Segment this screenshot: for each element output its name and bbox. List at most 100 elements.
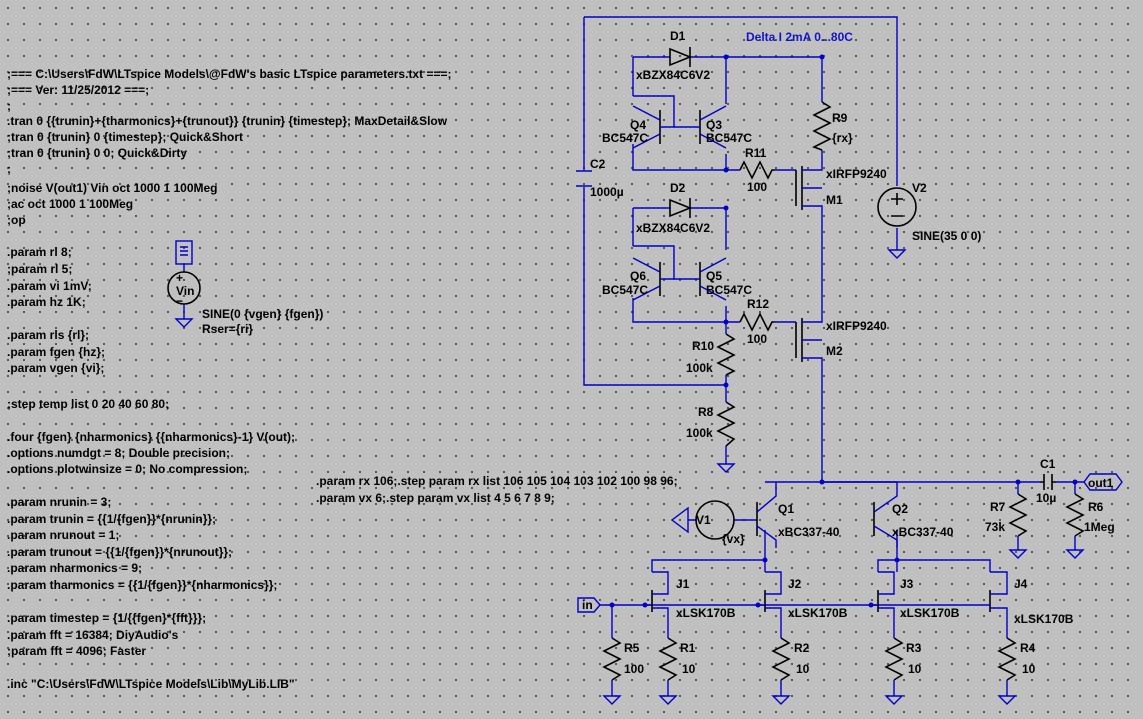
q2-name: Q2 bbox=[892, 502, 908, 516]
r6-name: R6 bbox=[1088, 500, 1104, 514]
jfet-j1[interactable]: J1 xLSK170B bbox=[645, 571, 736, 620]
r3-value: 10 bbox=[908, 662, 922, 676]
ground-symbol bbox=[603, 687, 621, 705]
r2-name: R2 bbox=[794, 641, 810, 655]
zener-d1[interactable]: D1 xBZX84C6V2 bbox=[636, 29, 710, 82]
d1-name: D1 bbox=[670, 29, 686, 43]
j2-name: J2 bbox=[788, 577, 802, 591]
resistor-r7[interactable]: R7 73k bbox=[985, 493, 1028, 559]
mosfet-m2[interactable]: xIRFP9240 M2 bbox=[795, 318, 887, 362]
v2-value: SINE(35 0 0) bbox=[912, 229, 981, 243]
transistor-q2[interactable]: Q2 xBC337-40 bbox=[873, 482, 954, 548]
r2-value: 10 bbox=[796, 662, 810, 676]
d2-model: xBZX84C6V2 bbox=[636, 221, 710, 235]
jfet-j4[interactable]: J4 xLSK170B bbox=[983, 571, 1074, 626]
delta-i-note[interactable]: Delta I 2mA 0...80C bbox=[746, 30, 853, 44]
ground-symbol bbox=[717, 455, 735, 473]
j4-name: J4 bbox=[1014, 577, 1028, 591]
transistor-q3[interactable]: Q3 BC547C bbox=[674, 105, 752, 149]
transistor-q1[interactable]: Q1 xBC337-40 bbox=[756, 482, 840, 548]
r8-name: R8 bbox=[698, 405, 714, 419]
directive-line: .param nrunin = 3; bbox=[7, 495, 111, 509]
v1-value: {vx} bbox=[722, 532, 745, 546]
r1-value: 10 bbox=[682, 662, 696, 676]
ground-symbol bbox=[888, 241, 906, 259]
q1-name: Q1 bbox=[778, 502, 794, 516]
m2-model: xIRFP9240 bbox=[826, 319, 887, 333]
out1-port[interactable]: out1 bbox=[1075, 473, 1123, 491]
resistor-r9[interactable]: R9 {rx} bbox=[812, 101, 853, 151]
r4-value: 10 bbox=[1022, 662, 1036, 676]
directive-line: .param rl 8; bbox=[7, 245, 72, 259]
r6-value: 1Meg bbox=[1084, 520, 1115, 534]
resistor-r1[interactable]: R1 10 bbox=[658, 637, 696, 705]
directive-line: ;=== C:\Users\FdW\LTspice Models\@FdW's … bbox=[7, 67, 451, 81]
capacitor-c2[interactable]: C2 1000µ bbox=[576, 157, 624, 199]
directive-line: ;tran 0 {trunin} 0 0; Quick&Dirty bbox=[7, 146, 187, 160]
resistor-r3[interactable]: R3 10 bbox=[884, 637, 922, 705]
resistor-r8[interactable]: R8 100k bbox=[686, 401, 736, 473]
mosfet-m1[interactable]: xIRFP9240 M1 bbox=[795, 165, 887, 215]
j3-name: J3 bbox=[900, 577, 914, 591]
r9-name: R9 bbox=[832, 111, 848, 125]
step-directive-rx[interactable]: .param rx 106;.step param rx list 106 10… bbox=[316, 474, 678, 488]
q4-model: BC547C bbox=[602, 131, 648, 145]
spice-directives[interactable]: ;=== C:\Users\FdW\LTspice Models\@FdW's … bbox=[7, 67, 451, 691]
resistor-r5[interactable]: R5 100 bbox=[602, 637, 644, 705]
directive-line: .param timestep = {1/{{fgen}*{fft}}}; bbox=[7, 611, 206, 625]
q1-model: xBC337-40 bbox=[778, 525, 840, 539]
resistor-r4[interactable]: R4 10 bbox=[997, 637, 1036, 705]
directive-line: .param vi 1mV; bbox=[7, 279, 92, 293]
svg-text:+: + bbox=[176, 271, 183, 285]
directive-line: ;tran 0 {trunin} 0 {timestep}; Quick&Sho… bbox=[7, 130, 243, 144]
q4-name: Q4 bbox=[630, 118, 646, 132]
resistor-r2[interactable]: R2 10 bbox=[771, 637, 810, 705]
transistor-q5[interactable]: Q5 BC547C bbox=[674, 257, 752, 301]
capacitor-c1[interactable]: C1 10µ bbox=[1036, 457, 1056, 505]
junction-dots bbox=[609, 54, 1078, 608]
vin-rser: Rser={ri} bbox=[202, 322, 253, 336]
q6-name: Q6 bbox=[630, 269, 646, 283]
directive-line: .param fgen {hz}; bbox=[7, 345, 105, 359]
transistor-q6[interactable]: Q6 BC547C bbox=[602, 245, 675, 301]
out1-label: out1 bbox=[1088, 476, 1114, 490]
r12-name: R12 bbox=[747, 297, 769, 311]
directive-line: ;param fft = 4096; Faster bbox=[7, 644, 146, 658]
q2-model: xBC337-40 bbox=[892, 525, 954, 539]
resistor-r6[interactable]: R6 1Meg bbox=[1065, 493, 1115, 559]
transistor-q4[interactable]: Q4 BC547C bbox=[602, 95, 675, 149]
c1-name: C1 bbox=[1040, 457, 1056, 471]
directive-line: .param trunout = {{1/{fgen}}*{nrunout}}; bbox=[7, 545, 232, 559]
jfet-j2[interactable]: J2 xLSK170B bbox=[758, 571, 848, 620]
vin-source[interactable]: + − Vin SINE(0 {vgen} {fgen}) Rser={ri} bbox=[167, 240, 323, 336]
q3-model: BC547C bbox=[706, 131, 752, 145]
r1-name: R1 bbox=[680, 641, 696, 655]
directive-line: ;param rl 5; bbox=[7, 262, 72, 276]
r7-value: 73k bbox=[985, 520, 1005, 534]
r10-value: 100k bbox=[686, 361, 713, 375]
ground-symbol bbox=[772, 687, 790, 705]
upper-wiring bbox=[583, 16, 898, 482]
step-directive-vx[interactable]: .param vx 6;.step param vx list 4 5 6 7 … bbox=[316, 491, 555, 505]
j1-model: xLSK170B bbox=[676, 606, 736, 620]
v1-source[interactable]: V1 {vx} bbox=[670, 500, 745, 546]
directive-line: .inc "C:\Users\FdW\LTspice Models\Lib\My… bbox=[7, 677, 295, 691]
r9-value: {rx} bbox=[832, 131, 853, 145]
resistor-r11[interactable]: R11 100 bbox=[739, 146, 775, 194]
zener-d2[interactable]: D2 xBZX84C6V2 bbox=[636, 181, 710, 235]
v2-name: V2 bbox=[912, 181, 927, 195]
resistor-r12[interactable]: R12 100 bbox=[739, 297, 775, 346]
ground-symbol bbox=[998, 687, 1016, 705]
c1-value: 10µ bbox=[1036, 491, 1056, 505]
vin-value: SINE(0 {vgen} {fgen}) bbox=[202, 307, 323, 321]
jfet-j3[interactable]: J3 xLSK170B bbox=[871, 571, 960, 620]
r10-name: R10 bbox=[692, 339, 714, 353]
v2-source[interactable]: V2 SINE(35 0 0) bbox=[877, 181, 981, 259]
directive-line: .options plotwinsize = 0; No compression… bbox=[7, 462, 247, 476]
q3-name: Q3 bbox=[706, 118, 722, 132]
r12-value: 100 bbox=[747, 332, 767, 346]
resistor-r10[interactable]: R10 100k bbox=[686, 333, 736, 376]
in-port[interactable]: in bbox=[577, 597, 601, 613]
directive-line: .tran 0 {{trunin}+{tharmonics}+{trunout}… bbox=[7, 114, 448, 128]
